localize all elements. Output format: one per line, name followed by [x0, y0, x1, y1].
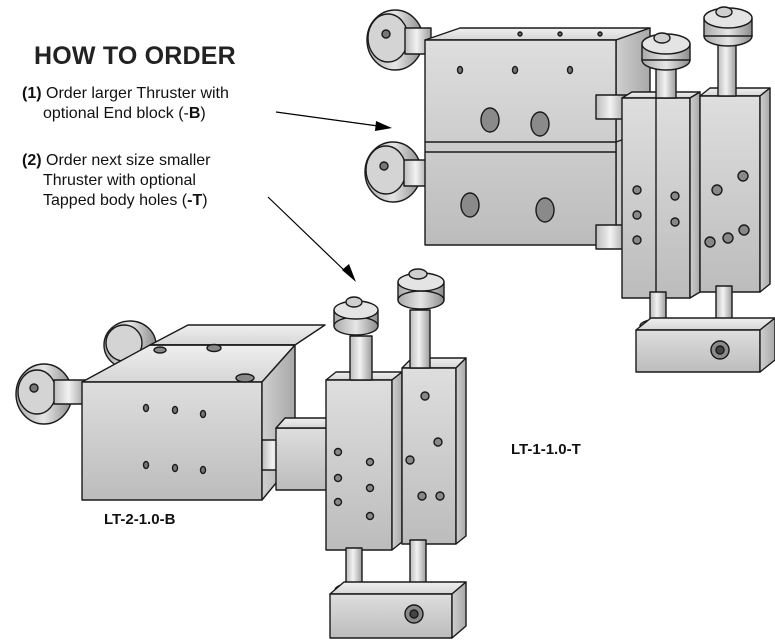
upper-rod-collar-right: [703, 6, 753, 47]
order-step-2: (2) Order next size smaller Thruster wit…: [22, 151, 292, 211]
step-text: ): [200, 105, 206, 122]
lower-shaft-collar-bottom: [15, 363, 73, 425]
callout-arrow-2: [267, 196, 356, 282]
lower-end-block: [275, 417, 338, 491]
step-text-line2: optional End block (-B): [22, 104, 292, 124]
lower-rod-collar-left: [333, 296, 379, 336]
order-step-1: (1) Order larger Thruster with optional …: [22, 84, 292, 124]
step-text: Tapped body holes (: [43, 192, 188, 209]
upper-rod-collar-left: [641, 32, 691, 71]
upper-end-block: [621, 91, 701, 299]
lower-rod-collar-right: [397, 268, 445, 310]
step-text-line2: Thruster with optional: [43, 172, 196, 189]
lower-vertical-carriage: [325, 371, 403, 551]
step-text-line1: Order next size smaller: [46, 152, 211, 169]
part-number-lower: LT-2-1.0-B: [104, 511, 176, 528]
option-code: -T: [187, 192, 203, 209]
lower-vertical-rail: [401, 357, 467, 545]
callout-arrow-1: [275, 111, 392, 131]
option-code: B: [188, 105, 201, 122]
page-title: HOW TO ORDER: [34, 42, 236, 70]
part-number-upper: LT-1-1.0-T: [511, 441, 581, 458]
lower-base-plate: [329, 581, 467, 639]
step-text-line3: Tapped body holes (-T): [22, 191, 292, 211]
upper-base-plate: [635, 317, 775, 373]
step-text: ): [202, 192, 208, 209]
step-text: optional End block (-: [43, 105, 189, 122]
upper-thruster-body: [424, 27, 651, 246]
step-number: (1): [22, 85, 42, 102]
upper-vertical-carriage: [699, 87, 771, 293]
step-number: (2): [22, 152, 42, 169]
step-text-line1: Order larger Thruster with: [46, 85, 229, 102]
